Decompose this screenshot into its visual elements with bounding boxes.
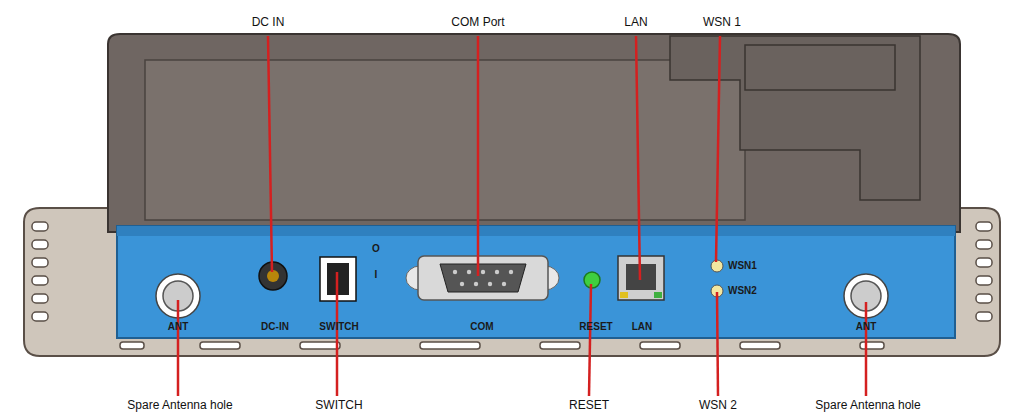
com-dsub <box>440 264 526 292</box>
panel-marking: ANT <box>856 322 877 332</box>
panel-marking: DC-IN <box>261 322 289 332</box>
com-shell <box>418 256 548 300</box>
mounting-flange <box>24 208 1000 356</box>
panel-marking: O <box>372 244 380 254</box>
panel-marking: COM <box>470 322 493 332</box>
panel-marking: I <box>375 270 378 280</box>
panel-marking: LAN <box>632 322 653 332</box>
callout-label: Spare Antenna hole <box>127 399 232 411</box>
housing-step <box>670 36 920 200</box>
callout-label: RESET <box>569 399 609 411</box>
panel-marking: SWITCH <box>319 322 358 332</box>
callout-label: SWITCH <box>315 399 362 411</box>
panel-marking: RESET <box>579 322 612 332</box>
port-panel <box>117 226 955 338</box>
housing-panel <box>145 60 745 220</box>
callout-label: LAN <box>624 16 647 28</box>
com-pins <box>453 270 513 286</box>
panel-marking: WSN2 <box>728 286 757 296</box>
callout-label: WSN 2 <box>699 399 737 411</box>
housing-recess <box>745 45 895 90</box>
callout-label: DC IN <box>252 16 285 28</box>
lan-led <box>620 292 628 298</box>
lan-led <box>654 292 662 298</box>
callout-label: Spare Antenna hole <box>815 399 920 411</box>
flange-slots <box>32 222 992 349</box>
panel-edge <box>117 226 955 236</box>
leader-lines <box>178 36 866 396</box>
callout-label: COM Port <box>451 16 504 28</box>
housing-top <box>108 34 960 232</box>
panel-marking: WSN1 <box>728 261 757 271</box>
panel-marking: ANT <box>168 322 189 332</box>
callout-label: WSN 1 <box>703 16 741 28</box>
